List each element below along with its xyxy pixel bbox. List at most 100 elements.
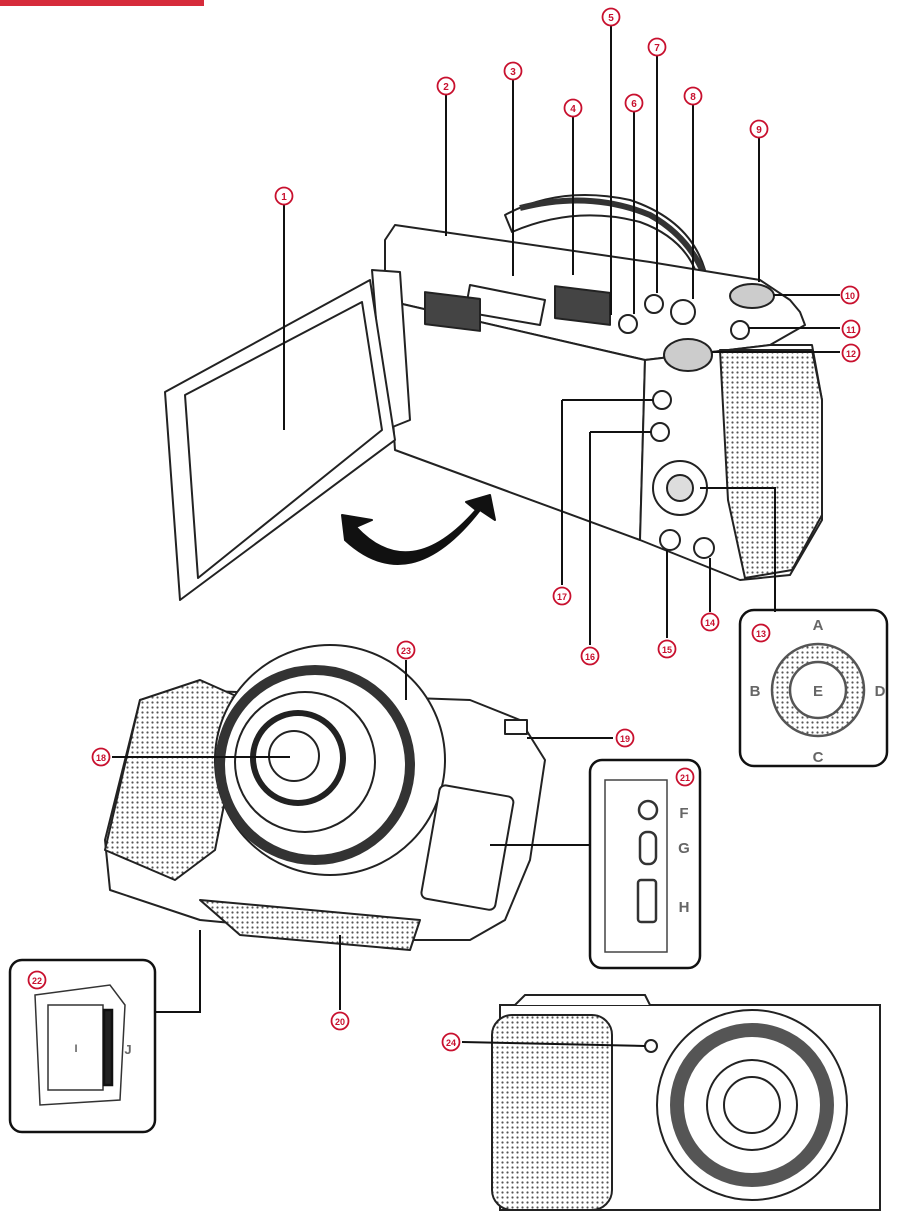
callout-24: 24 — [441, 1032, 461, 1052]
callout-1: 1 — [274, 186, 294, 206]
mode-dial — [663, 338, 713, 372]
camera-front-view — [104, 644, 546, 951]
dial-letter-d: D — [875, 683, 886, 700]
dial-detail-box — [738, 608, 889, 768]
callout-23-text: 23 — [401, 646, 411, 656]
port-letter-g: G — [678, 840, 690, 857]
callout-1-text: 1 — [281, 192, 287, 203]
dial-letter-c: C — [813, 749, 824, 766]
port-letter-f: F — [679, 805, 688, 822]
dial-center — [788, 660, 848, 720]
leader-13 — [700, 487, 776, 612]
callout-12: 12 — [841, 343, 861, 363]
speaker-grille-right — [554, 285, 611, 326]
callout-24-text: 24 — [446, 1038, 456, 1048]
callout-15-text: 15 — [662, 645, 672, 655]
top-button-11 — [730, 320, 750, 340]
callout-8-text: 8 — [690, 92, 696, 103]
camera-back-view — [164, 194, 823, 601]
battery — [47, 1004, 104, 1091]
top-strap-lug — [504, 719, 528, 735]
straight-lens-glass — [723, 1076, 781, 1134]
speaker-grille-left — [424, 291, 481, 332]
port-detail-box — [588, 758, 702, 970]
callout-21-text: 21 — [680, 773, 690, 783]
sd-card — [102, 1008, 114, 1087]
callout-18-text: 18 — [96, 753, 106, 763]
callout-20-text: 20 — [335, 1017, 345, 1027]
callout-11: 11 — [841, 319, 861, 339]
callout-23: 23 — [396, 640, 416, 660]
callout-17-text: 17 — [557, 592, 567, 602]
callout-3: 3 — [503, 61, 523, 81]
af-assist-lamp — [644, 1039, 658, 1053]
dial-letter-e: E — [813, 683, 823, 700]
port-letter-h: H — [679, 899, 690, 916]
back-button-14 — [693, 537, 715, 559]
callout-12-text: 12 — [846, 349, 856, 359]
callout-8: 8 — [683, 86, 703, 106]
accent-bar — [0, 0, 204, 6]
callout-11-text: 11 — [846, 325, 856, 335]
dial-letter-a: A — [813, 617, 824, 634]
callout-19-text: 19 — [620, 734, 630, 744]
port-panel — [604, 779, 668, 953]
callout-13: 13 — [751, 623, 771, 643]
callout-7: 7 — [647, 37, 667, 57]
power-dial — [729, 283, 775, 309]
callout-labels: 1 2 3 4 5 6 7 8 9 10 11 12 13 14 15 16 1… — [27, 7, 861, 1052]
back-button-15 — [659, 529, 681, 551]
callout-7-text: 7 — [654, 43, 660, 54]
callout-6: 6 — [624, 93, 644, 113]
leader-lines — [112, 25, 840, 1047]
callout-17: 17 — [552, 586, 572, 606]
callout-19: 19 — [615, 728, 635, 748]
callout-9: 9 — [749, 119, 769, 139]
callout-21: 21 — [675, 767, 695, 787]
callout-5: 5 — [601, 7, 621, 27]
nav-dial-inner — [666, 474, 694, 502]
leader-22 — [155, 930, 201, 1013]
straight-top-plate — [514, 994, 651, 1006]
straight-grip — [491, 1014, 613, 1211]
back-button-17 — [652, 390, 672, 410]
callout-15: 15 — [657, 639, 677, 659]
callout-16-text: 16 — [585, 652, 595, 662]
back-button-16 — [650, 422, 670, 442]
dial-letter-b: B — [750, 683, 761, 700]
callout-4-text: 4 — [570, 104, 576, 115]
callout-3-text: 3 — [510, 67, 516, 78]
battery-letter-j: J — [124, 1042, 131, 1057]
usb-flap — [420, 784, 515, 911]
top-button-7 — [644, 294, 664, 314]
top-button-6 — [618, 314, 638, 334]
battery-detail-box — [8, 958, 157, 1134]
callout-22: 22 — [27, 970, 47, 990]
callout-16: 16 — [580, 646, 600, 666]
callout-13-text: 13 — [756, 629, 766, 639]
rotation-arrow — [341, 494, 496, 565]
callout-22-text: 22 — [32, 976, 42, 986]
callout-4: 4 — [563, 98, 583, 118]
shutter-button — [670, 299, 696, 325]
callout-10: 10 — [840, 285, 860, 305]
callout-6-text: 6 — [631, 99, 637, 110]
callout-10-text: 10 — [845, 291, 855, 301]
usb-c-port — [638, 830, 658, 866]
callout-14: 14 — [700, 612, 720, 632]
grip-texture — [719, 349, 823, 579]
callout-20: 20 — [330, 1011, 350, 1031]
flip-screen-display — [184, 301, 383, 579]
callout-2: 2 — [436, 76, 456, 96]
letter-labels: A B C D E F G H I J — [74, 617, 885, 1057]
tripod-base — [199, 899, 421, 951]
hdmi-port — [636, 878, 658, 924]
callout-18: 18 — [91, 747, 111, 767]
callout-14-text: 14 — [705, 618, 715, 628]
lens-ring-back — [519, 197, 713, 291]
mic-port — [637, 799, 659, 821]
callout-2-text: 2 — [443, 82, 449, 93]
battery-letter-i: I — [74, 1043, 77, 1055]
callout-9-text: 9 — [756, 125, 762, 136]
